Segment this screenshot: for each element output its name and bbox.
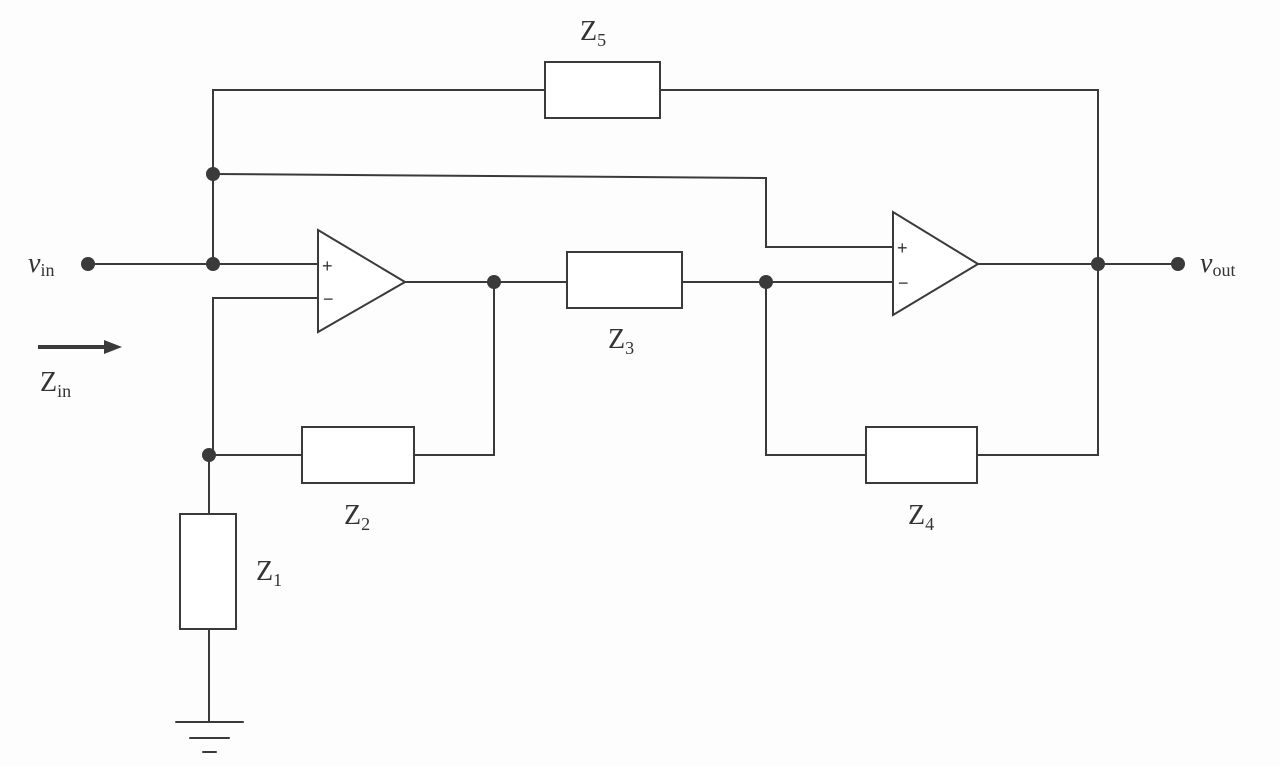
wire-z4-left xyxy=(765,281,867,456)
opamp-2-plus-sign: + xyxy=(897,238,908,258)
node-opamp2-minus xyxy=(759,275,773,289)
label-z1: Z1 xyxy=(256,556,282,590)
wire-z2-right xyxy=(413,281,495,456)
wire-z4-right xyxy=(976,263,1099,456)
input-impedance-arrow-icon xyxy=(38,340,122,354)
label-zin: Zin xyxy=(40,367,71,401)
node-output-junction xyxy=(1091,257,1105,271)
impedance-z2-box xyxy=(301,426,415,484)
wire-opamp1-minus xyxy=(212,297,319,456)
opamp-1-minus-sign: − xyxy=(323,289,334,309)
node-top-left xyxy=(206,167,220,181)
opamp-1-plus-sign: + xyxy=(322,256,333,276)
label-z3: Z3 xyxy=(608,324,634,358)
opamp-2-minus-sign: − xyxy=(898,273,909,293)
wire-vin-to-opamp2-plus xyxy=(212,173,894,248)
label-vin: vin xyxy=(28,248,54,280)
wire-z5-left xyxy=(212,89,546,175)
label-z2: Z2 xyxy=(344,500,370,534)
label-z5: Z5 xyxy=(580,16,606,50)
terminal-vin xyxy=(81,257,95,271)
junction-nodes xyxy=(81,167,1185,462)
opamp-1: + − xyxy=(317,228,407,334)
wires xyxy=(87,89,1179,723)
label-vout: vout xyxy=(1200,248,1235,280)
node-opamp1-output xyxy=(487,275,501,289)
opamp-2-triangle xyxy=(892,210,980,317)
node-z1-z2 xyxy=(202,448,216,462)
opamp-1-triangle xyxy=(317,228,407,334)
ground-icon xyxy=(175,721,244,753)
impedance-z1-box xyxy=(179,513,237,630)
impedance-z4-box xyxy=(865,426,978,484)
impedance-z5-box xyxy=(544,61,661,119)
wire-z5-right xyxy=(659,89,1099,265)
node-vin-junction xyxy=(206,257,220,271)
opamp-2: + − xyxy=(892,210,980,317)
impedance-z3-box xyxy=(566,251,683,309)
terminal-vout xyxy=(1171,257,1185,271)
label-z4: Z4 xyxy=(908,500,934,534)
